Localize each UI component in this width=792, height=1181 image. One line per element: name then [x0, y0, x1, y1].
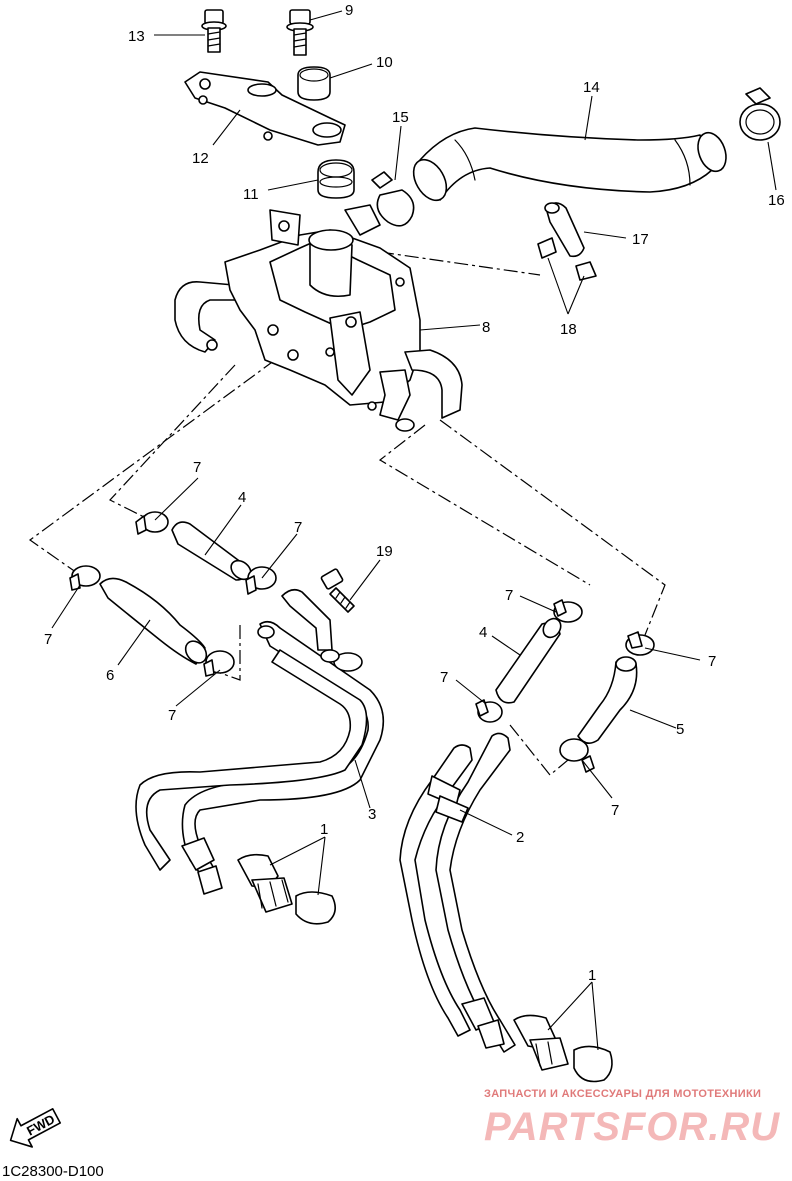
callout-5: 5 — [676, 721, 684, 738]
fwd-arrow-icon: FWD — [9, 1108, 62, 1148]
callout-12: 12 — [192, 150, 209, 167]
callout-18: 18 — [560, 321, 577, 338]
callout-4a: 4 — [238, 489, 246, 506]
callout-9: 9 — [345, 2, 353, 19]
clamp-7c — [69, 565, 101, 591]
grommet-10 — [297, 66, 331, 101]
callout-7h: 7 — [611, 802, 619, 819]
bolt-9 — [286, 9, 314, 56]
hose-5 — [577, 656, 638, 744]
callout-6: 6 — [106, 667, 114, 684]
callout-13: 13 — [128, 28, 145, 45]
clips-18 — [537, 237, 597, 281]
callout-15: 15 — [392, 109, 409, 126]
hose-6 — [99, 577, 208, 665]
callout-14: 14 — [583, 79, 600, 96]
callout-7b: 7 — [294, 519, 302, 536]
callout-numbers: 13 9 10 12 11 15 14 16 17 18 8 7 4 7 19 … — [44, 2, 785, 984]
leader-lines — [51, 10, 777, 1051]
callout-1b: 1 — [588, 967, 596, 984]
joint-1-left — [181, 837, 336, 925]
callout-4b: 4 — [479, 624, 487, 641]
callout-7c: 7 — [44, 631, 52, 648]
clamp-7g — [475, 699, 503, 723]
hose-4-right — [495, 617, 562, 704]
callout-7d: 7 — [168, 707, 176, 724]
callout-1a: 1 — [320, 821, 328, 838]
callout-19: 19 — [376, 543, 393, 560]
clamp-7e — [553, 599, 583, 623]
callout-11: 11 — [243, 186, 259, 203]
clamp-16 — [739, 87, 781, 141]
hose-4-left — [171, 521, 252, 581]
callout-10: 10 — [376, 54, 393, 71]
callout-8: 8 — [482, 319, 490, 336]
watermark-brand: PARTSFOR.RU — [484, 1105, 780, 1149]
callout-16: 16 — [768, 192, 785, 209]
callout-7e: 7 — [505, 587, 513, 604]
callout-7g: 7 — [440, 669, 448, 686]
clamp-7a — [135, 511, 169, 535]
bolt-19 — [320, 568, 355, 613]
valve-assembly-8 — [174, 204, 463, 432]
callout-17: 17 — [632, 231, 649, 248]
callout-7a: 7 — [193, 459, 201, 476]
watermark-tagline: ЗАПЧАСТИ И АКСЕССУАРЫ ДЛЯ МОТОТЕХНИКИ — [484, 1088, 761, 1100]
clamp-7f — [625, 631, 655, 656]
clamp-15 — [371, 171, 415, 227]
clamp-7b — [245, 566, 277, 595]
callout-7f: 7 — [708, 653, 716, 670]
clamp-7h — [559, 738, 595, 773]
callout-2: 2 — [516, 829, 524, 846]
bolt-13 — [201, 9, 227, 53]
fwd-label: FWD — [24, 1111, 57, 1138]
bracket-12 — [184, 71, 346, 146]
hose-14 — [412, 127, 727, 202]
grommet-11 — [317, 159, 355, 199]
callout-3: 3 — [368, 806, 376, 823]
clamp-7d — [203, 650, 235, 677]
guide-lines — [28, 251, 666, 776]
diagram-code: 1C28300-D100 — [2, 1163, 104, 1180]
watermark: ЗАПЧАСТИ И АКСЕССУАРЫ ДЛЯ МОТОТЕХНИКИ PA… — [484, 1088, 780, 1149]
joint-1-right — [461, 997, 613, 1083]
pipe-2 — [399, 732, 516, 1053]
hose-17 — [544, 202, 585, 258]
